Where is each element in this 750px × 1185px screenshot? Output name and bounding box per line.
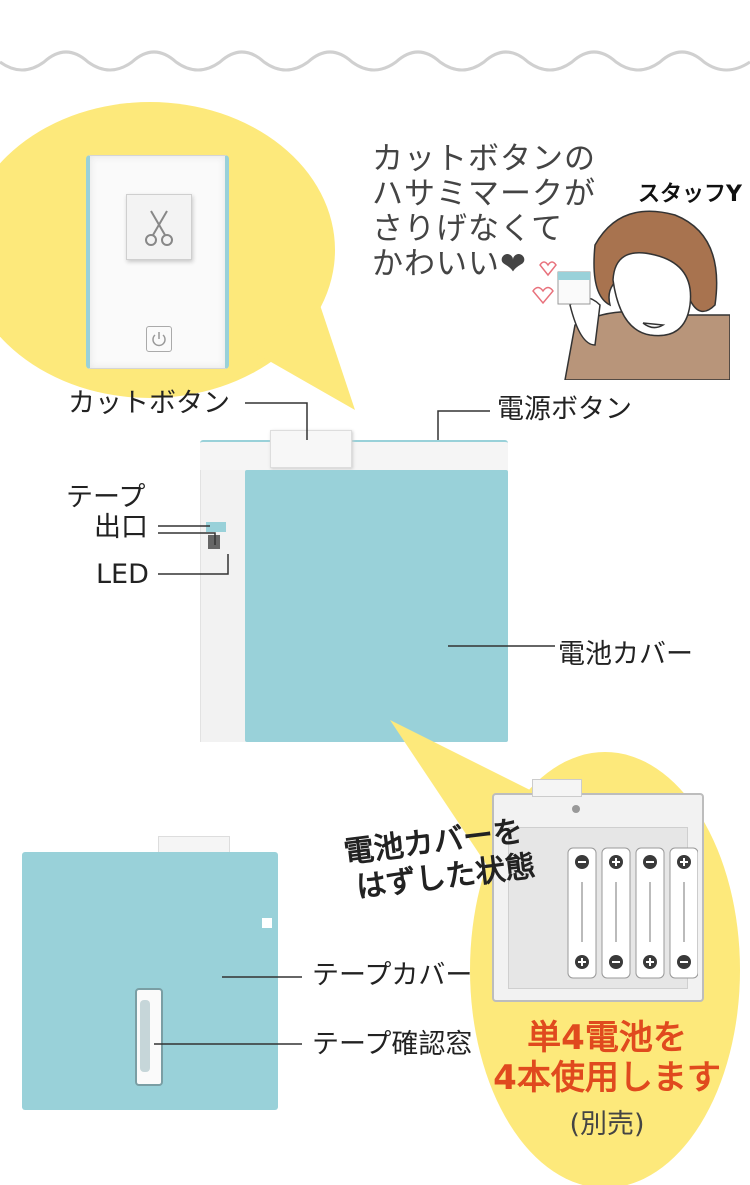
scallop-border [0,50,750,72]
label-printer-device [200,430,508,742]
power-button-label: 電源ボタン [497,394,632,425]
callout-lines-bottom [154,976,302,1045]
callout-lines [158,402,555,647]
tape-window-label: テープ確認窓 [312,1029,473,1060]
battery-sold-separately: (別売) [569,1109,645,1140]
batteries [567,847,698,979]
battery-usage-note: 単4電池を 4本使用します [482,1018,732,1098]
scissors-icon [145,210,173,246]
staff-comment: カットボタンの ハサミマークが さりげなくて かわいい❤ [372,142,596,282]
tape-window [135,988,163,1086]
heart-icon [532,286,554,305]
staff-comment-line: カットボタンの [372,141,596,177]
tape-cover-device [22,836,278,1110]
led-indicator [208,535,220,549]
device-side-face [200,470,249,742]
cut-button-zoom[interactable] [126,194,192,260]
battery-compartment [492,779,704,1002]
side-slot [262,918,272,928]
device-top-face [200,440,508,474]
staff-illustration [532,210,730,380]
staff-comment-line: さりげなくて [372,211,564,247]
cut-button[interactable] [270,430,352,468]
battery-cover[interactable] [245,470,508,742]
power-button-zoom[interactable] [146,326,172,352]
tape-cover-label: テープカバー [312,960,473,991]
battery-cover-label: 電池カバー [558,639,693,670]
screw-icon [572,805,580,813]
tape-exit-slot [206,522,226,532]
heart-icon [539,261,557,277]
tape-exit-label: テープ 出口 [66,483,148,543]
device-zoom [86,155,229,369]
tape-roll-visible [140,1000,150,1072]
cut-button-label: カットボタン [68,388,230,419]
led-label: LED [96,559,149,590]
tape-exit-label-line: 出口 [94,512,148,543]
staff-comment-line: かわいい❤ [372,246,527,282]
compartment-tab [532,779,582,797]
staff-name: スタッフY [638,182,742,207]
power-icon [152,332,166,347]
staff-comment-line: ハサミマークが [372,176,596,212]
tape-exit-label-line: テープ [66,482,146,513]
battery-usage-line: 4本使用します [493,1058,721,1098]
battery-usage-line: 単4電池を [527,1018,687,1058]
